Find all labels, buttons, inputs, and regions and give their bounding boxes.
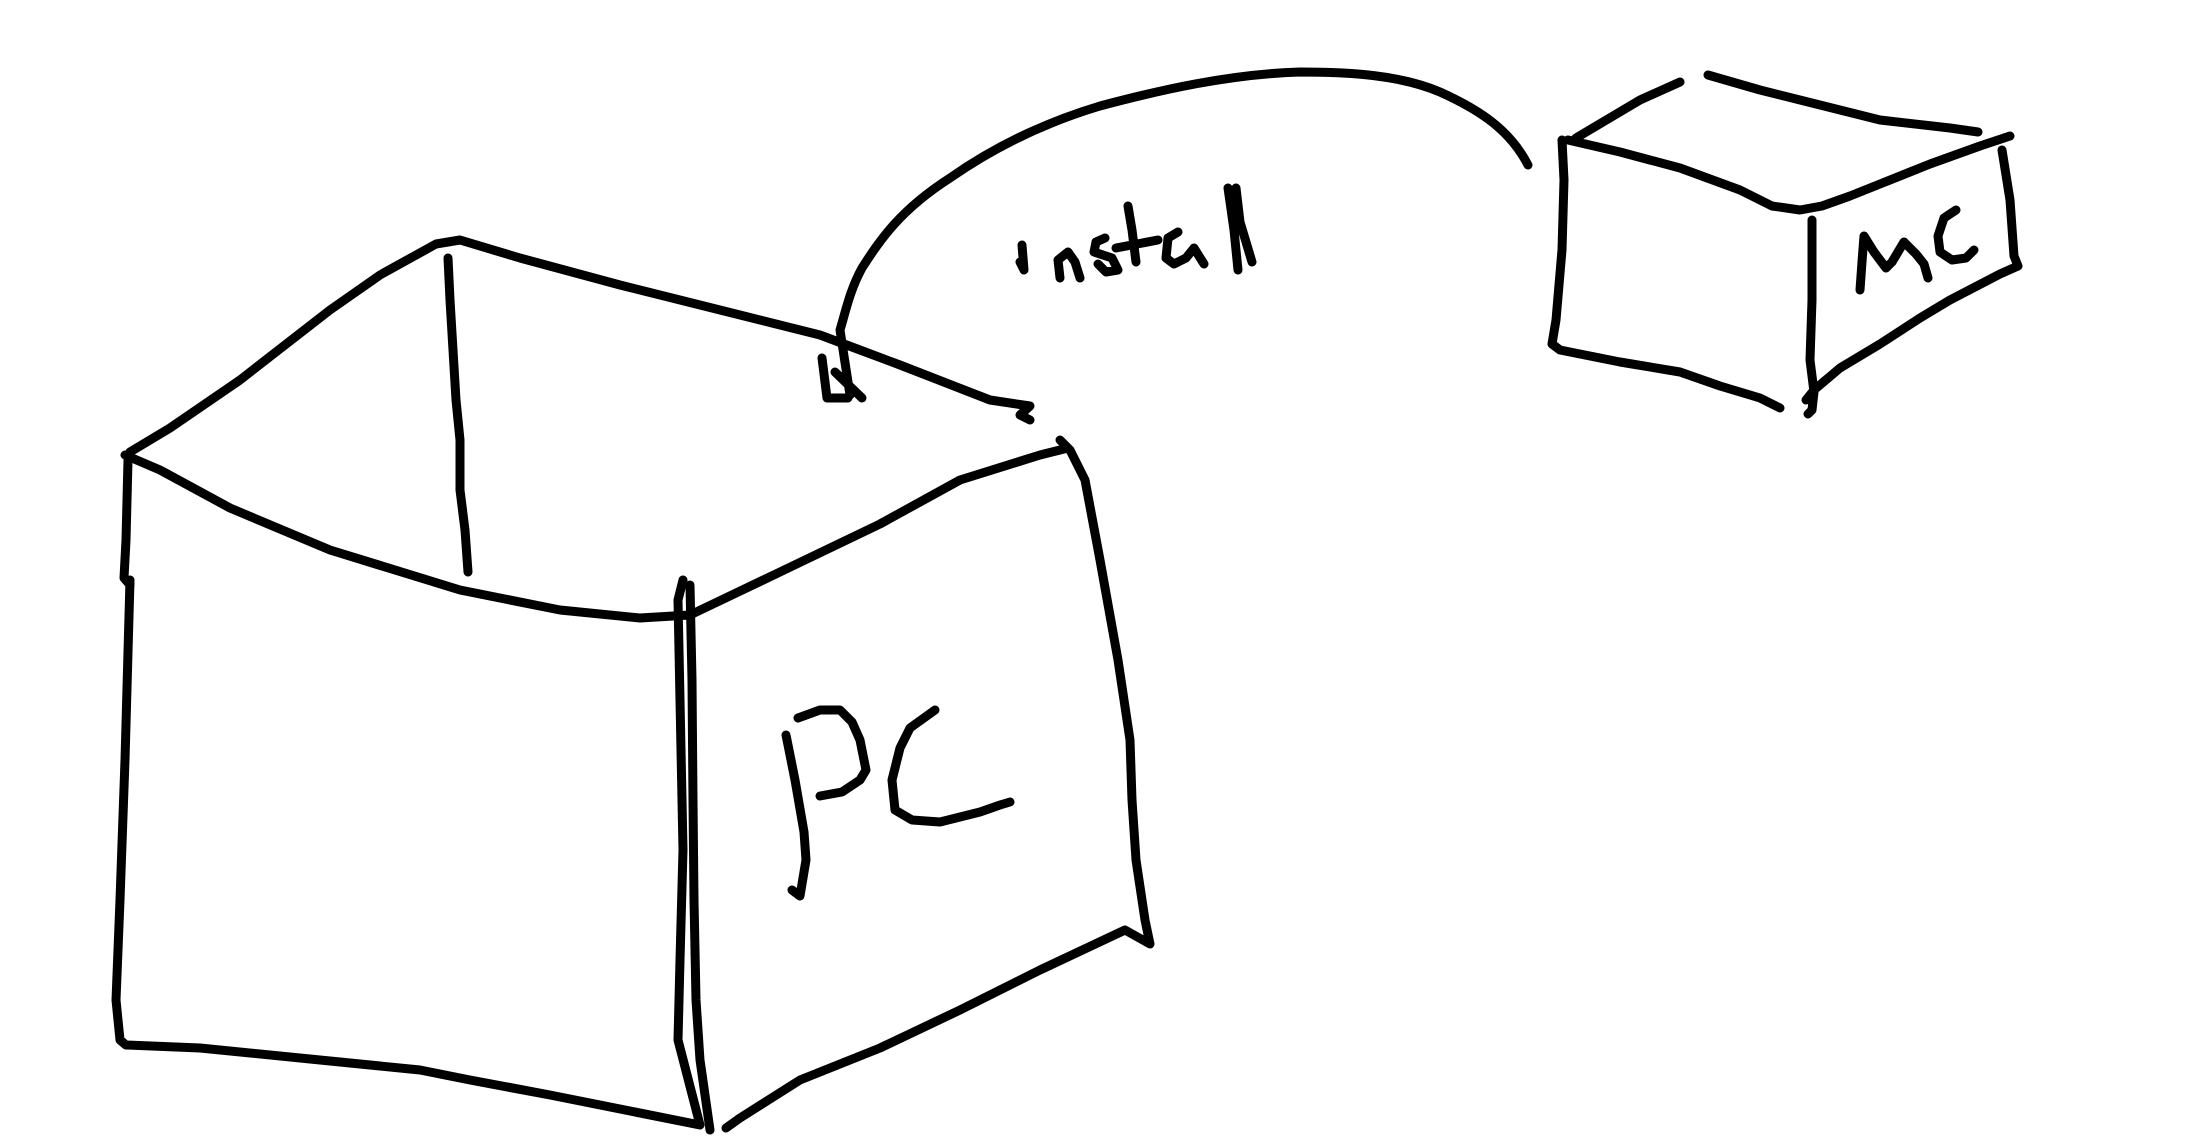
pc-label: PC — [781, 705, 1015, 901]
install-letters — [1015, 183, 1257, 283]
pc-box-center-edge — [685, 580, 715, 1135]
pc-box: PC — [111, 235, 1155, 1135]
pc-box-front-top-edge — [120, 450, 695, 623]
mc-box-right-face — [1801, 145, 2023, 405]
mc-letter-c — [1933, 205, 1979, 265]
pc-box-right-face — [685, 435, 1155, 1133]
mc-letter-m — [1855, 231, 1933, 295]
mc-box-top-face — [1563, 70, 2015, 215]
mc-box-center-edge — [1803, 215, 1819, 419]
pc-letter-c — [887, 705, 1015, 827]
pc-letter-p — [781, 705, 871, 901]
mc-label: MC — [1855, 205, 1979, 295]
pc-box-inner-crease — [443, 253, 473, 577]
mc-box-left-face — [1547, 135, 1785, 413]
install-label: install — [1015, 183, 1257, 283]
install-edge: install — [817, 67, 1533, 403]
pc-box-back-flap — [125, 235, 1035, 457]
mc-box: MC — [1547, 70, 2023, 419]
pc-box-left-face — [111, 575, 705, 1130]
install-arrowhead — [817, 353, 867, 403]
pc-box-left-edge — [119, 455, 135, 590]
install-arrow-curve — [835, 67, 1533, 400]
